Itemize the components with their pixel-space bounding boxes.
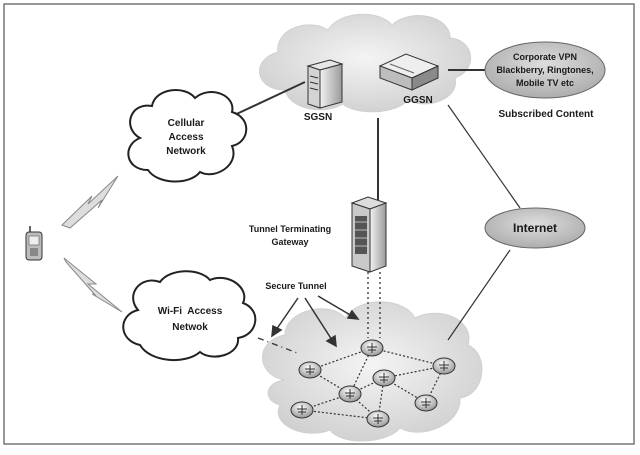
router-icon	[290, 401, 314, 419]
sgsn-label: SGSN	[304, 112, 332, 123]
core-to-internet-link	[447, 104, 521, 209]
gateway-device-icon	[378, 53, 440, 91]
lightning-bolt-icon	[61, 175, 119, 229]
internet-label: Internet	[513, 221, 557, 235]
tunnel-lines	[257, 272, 381, 355]
wifi-label-line-1: Wi-Fi Access	[158, 306, 223, 317]
tunnel-gateway-label-line-1: Tunnel Terminating	[249, 224, 331, 234]
content-line-3: Mobile TV etc	[516, 78, 574, 88]
content-line-2: Blackberry, Ringtones,	[496, 65, 593, 75]
cellular-label-line-1: Cellular	[168, 118, 205, 129]
router-icon	[432, 357, 456, 375]
router-icon	[366, 410, 390, 428]
gateway-tower-icon	[350, 196, 388, 273]
connections	[227, 69, 521, 341]
routers	[290, 339, 456, 428]
router-icon	[360, 339, 384, 357]
router-icon	[298, 361, 322, 379]
content-line-1: Corporate VPN	[513, 52, 577, 62]
wifi-label-line-2: Netwok	[172, 322, 208, 333]
wireless-links	[61, 175, 123, 313]
router-icon	[338, 385, 362, 403]
cellular-label-line-2: Access	[168, 132, 203, 143]
subscribed-content-label: Subscribed Content	[498, 109, 594, 120]
secure-tunnel-label: Secure Tunnel	[265, 281, 326, 291]
internet-ellipse	[484, 207, 586, 249]
core-network-cloud	[259, 13, 472, 113]
tunnel-gateway-label-line-2: Gateway	[271, 237, 308, 247]
cellular-label-line-3: Network	[166, 146, 206, 157]
internet-to-mesh-link	[447, 249, 511, 341]
secure-tunnel-arrows	[271, 295, 360, 348]
server-icon	[306, 59, 344, 109]
ggsn-label: GGSN	[403, 95, 432, 106]
subscribed-content-ellipse	[484, 41, 606, 99]
wifi-access-cloud	[122, 270, 257, 362]
router-icon	[414, 394, 438, 412]
router-icon	[372, 369, 396, 387]
lightning-bolt-icon	[63, 257, 123, 313]
cellular-to-sgsn-link	[227, 81, 306, 119]
cellular-access-cloud	[127, 89, 248, 183]
mobile-phone-icon	[25, 226, 43, 261]
